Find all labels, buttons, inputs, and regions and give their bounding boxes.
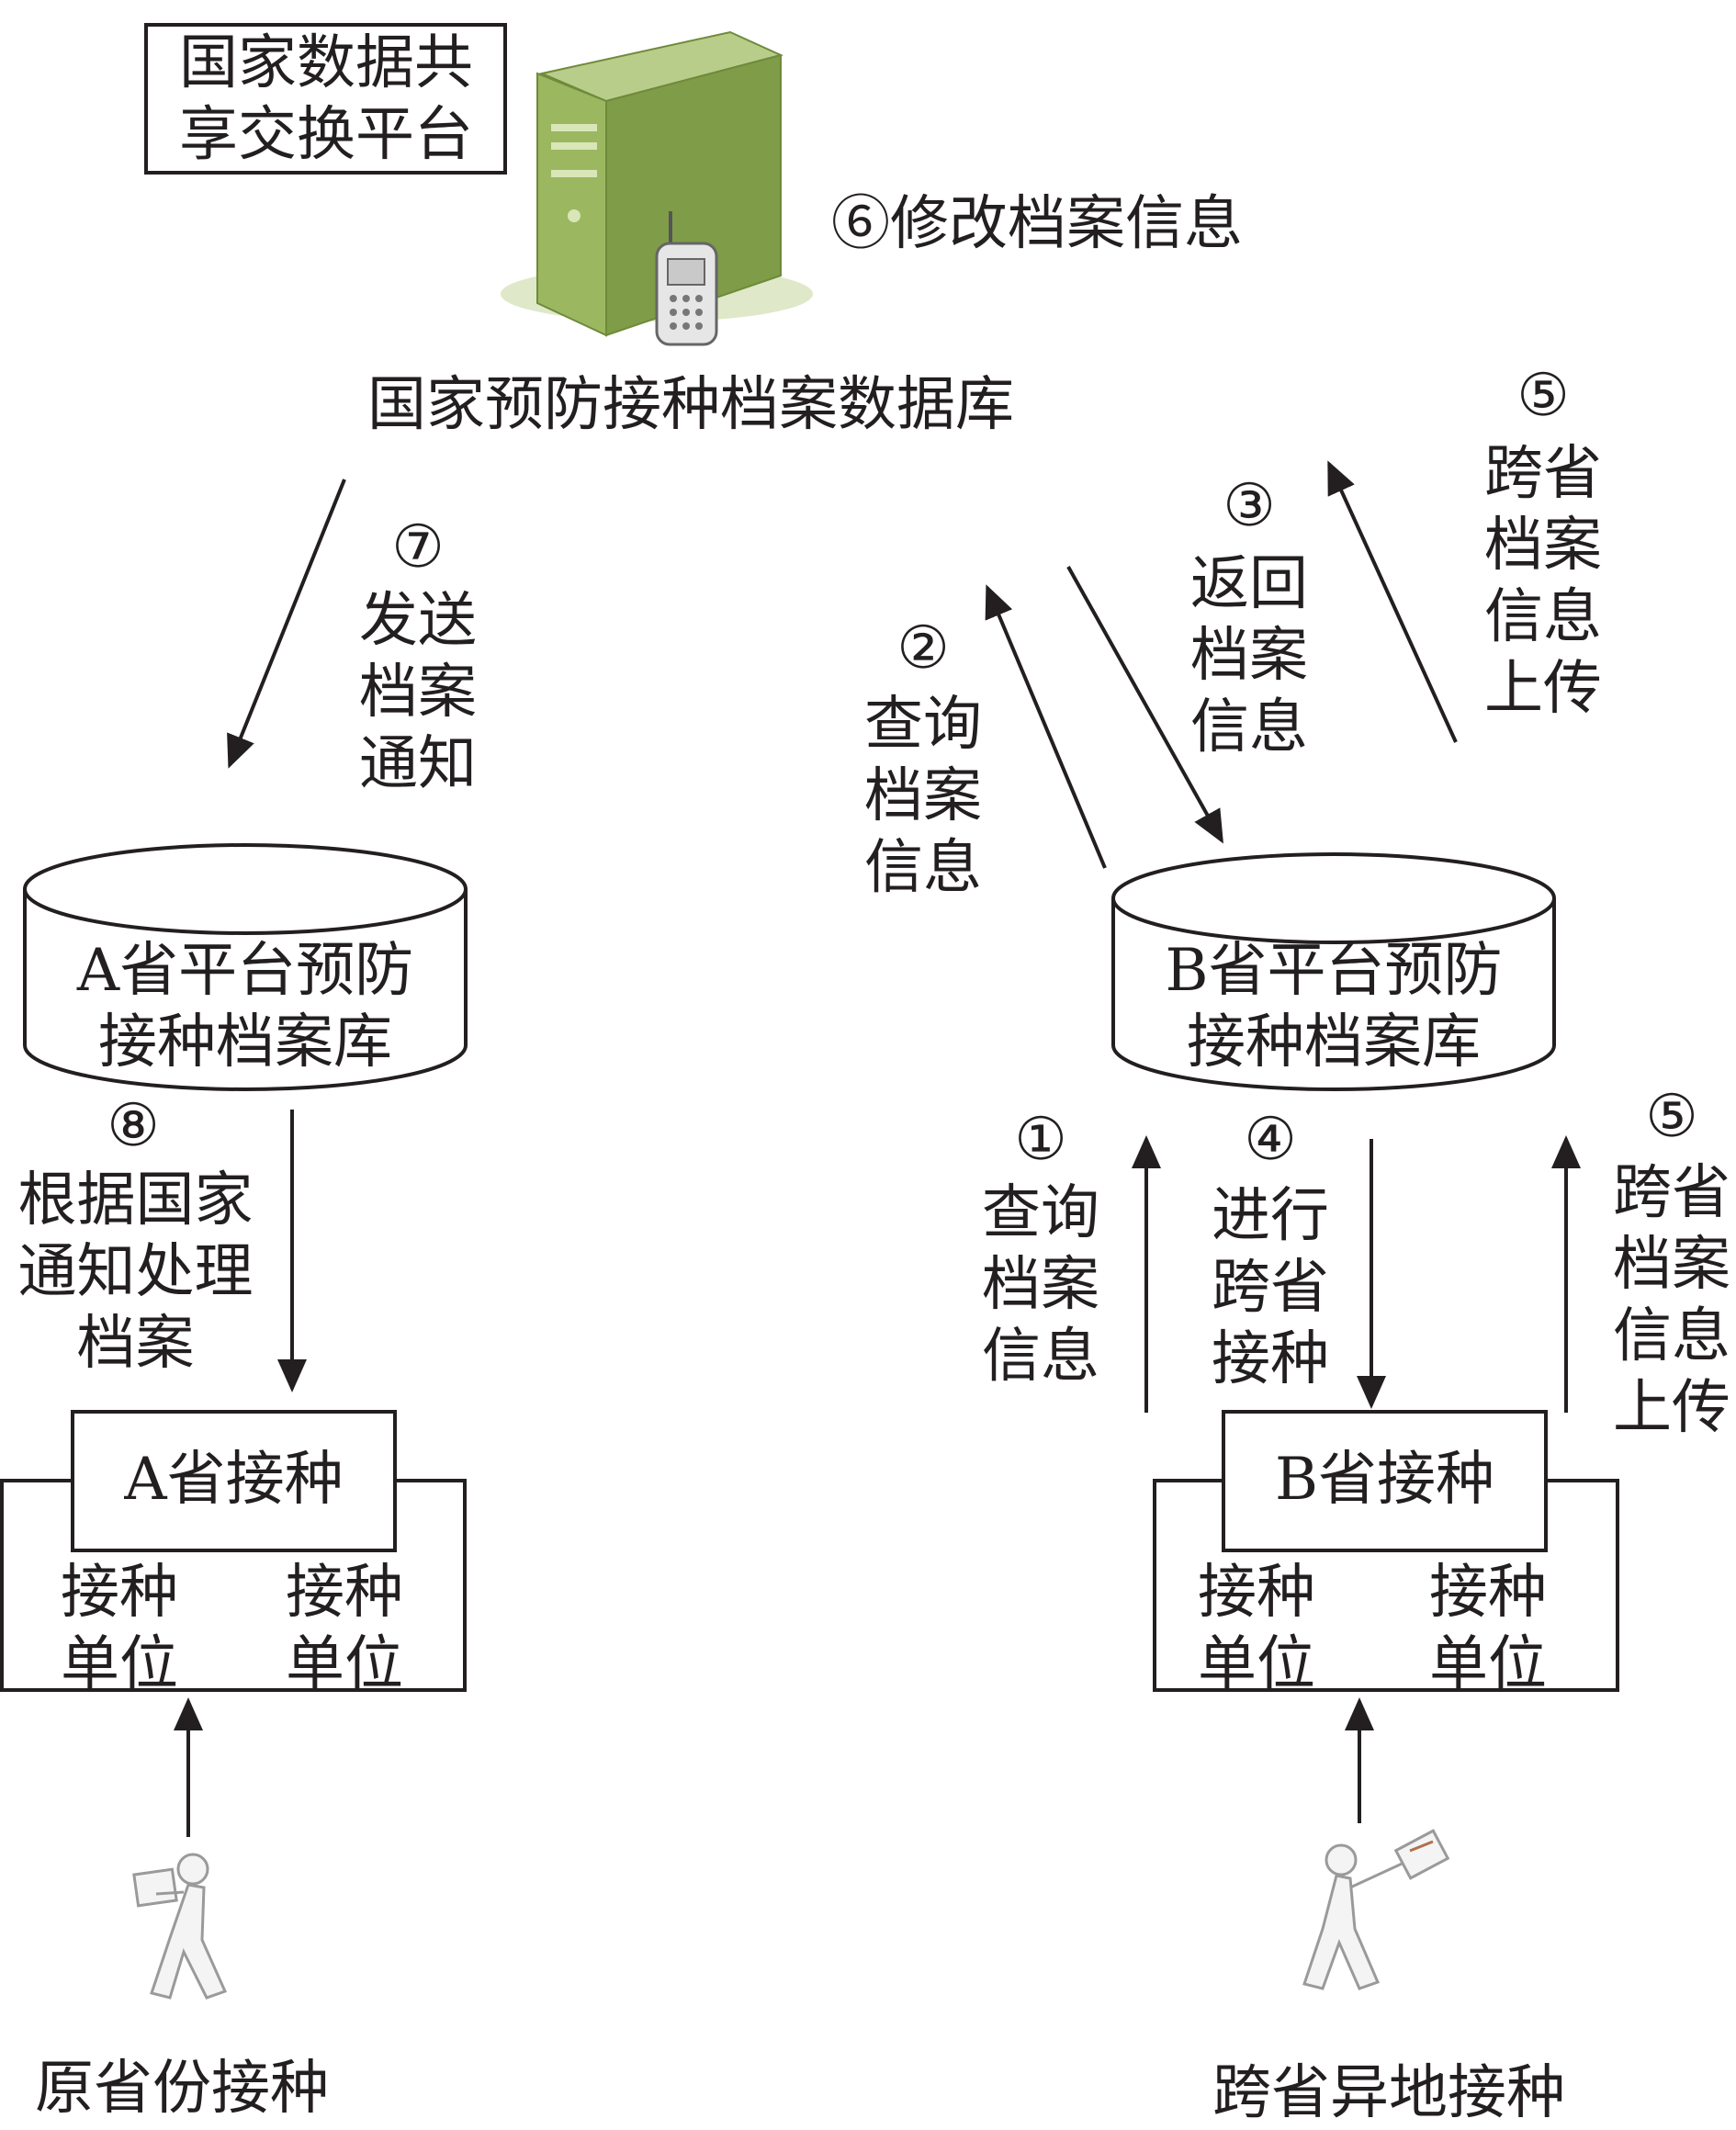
step-4-label: 进行 跨省 接种 [1212, 1182, 1329, 1393]
arrow-7-send-notice [227, 479, 346, 769]
a-db-label: A省平台预防 接种档案库 [76, 937, 414, 1076]
step-1-number: ① [1014, 1106, 1067, 1174]
a-vaccination-label: A省接种 [124, 1446, 344, 1514]
platform-label-box [144, 23, 507, 175]
step-2-label: 查询 档案 信息 [864, 691, 982, 902]
phone-icon [655, 211, 718, 346]
step-4-number: ④ [1244, 1106, 1297, 1174]
b-vaccination-label: B省接种 [1274, 1446, 1495, 1514]
step-8-label: 根据国家 通知处理 档案 [17, 1166, 254, 1378]
step-5-upload-national-number: ⑤ [1516, 362, 1570, 430]
a-unit-left-label: 接种 单位 [61, 1559, 178, 1698]
step-5-upload-national-label: 跨省 档案 信息 上传 [1484, 440, 1602, 723]
b-unit-left-label: 接种 单位 [1198, 1559, 1315, 1698]
step-7-label: 发送 档案 通知 [359, 587, 477, 798]
step-7-number: ⑦ [391, 513, 445, 581]
a-person-label: 原省份接种 [35, 2055, 329, 2123]
a-person-icon [132, 1853, 228, 2000]
b-person-label: 跨省异地接种 [1212, 2059, 1565, 2127]
b-unit-right-label: 接种 单位 [1429, 1559, 1547, 1698]
b-db-cylinder [1111, 852, 1556, 1091]
national-db-label: 国家预防接种档案数据库 [367, 371, 1014, 439]
b-db-label: B省平台预防 接种档案库 [1165, 937, 1503, 1076]
step-5-upload-province-label: 跨省 档案 信息 上传 [1613, 1159, 1730, 1442]
a-unit-right-label: 接种 单位 [286, 1559, 403, 1698]
b-person-icon [1302, 1829, 1450, 1990]
step-8-number: ⑧ [107, 1092, 160, 1160]
step-5-upload-province-number: ⑤ [1645, 1083, 1698, 1151]
arrow-3-return [1066, 566, 1223, 844]
a-db-cylinder [23, 843, 468, 1091]
platform-label: 国家数据共 享交换平台 [179, 29, 473, 169]
step-2-number: ② [896, 614, 950, 682]
a-vaccination-box [71, 1410, 397, 1552]
arrow-2-query [985, 584, 1107, 869]
b-vaccination-box [1222, 1410, 1548, 1552]
step-3-number: ③ [1223, 472, 1276, 540]
step-6-label: ⑥修改档案信息 [831, 190, 1243, 258]
step-3-label: 返回 档案 信息 [1190, 550, 1308, 761]
arrow-5-upload-national [1327, 460, 1458, 743]
step-1-label: 查询 档案 信息 [982, 1179, 1099, 1391]
server-icon [501, 30, 813, 337]
